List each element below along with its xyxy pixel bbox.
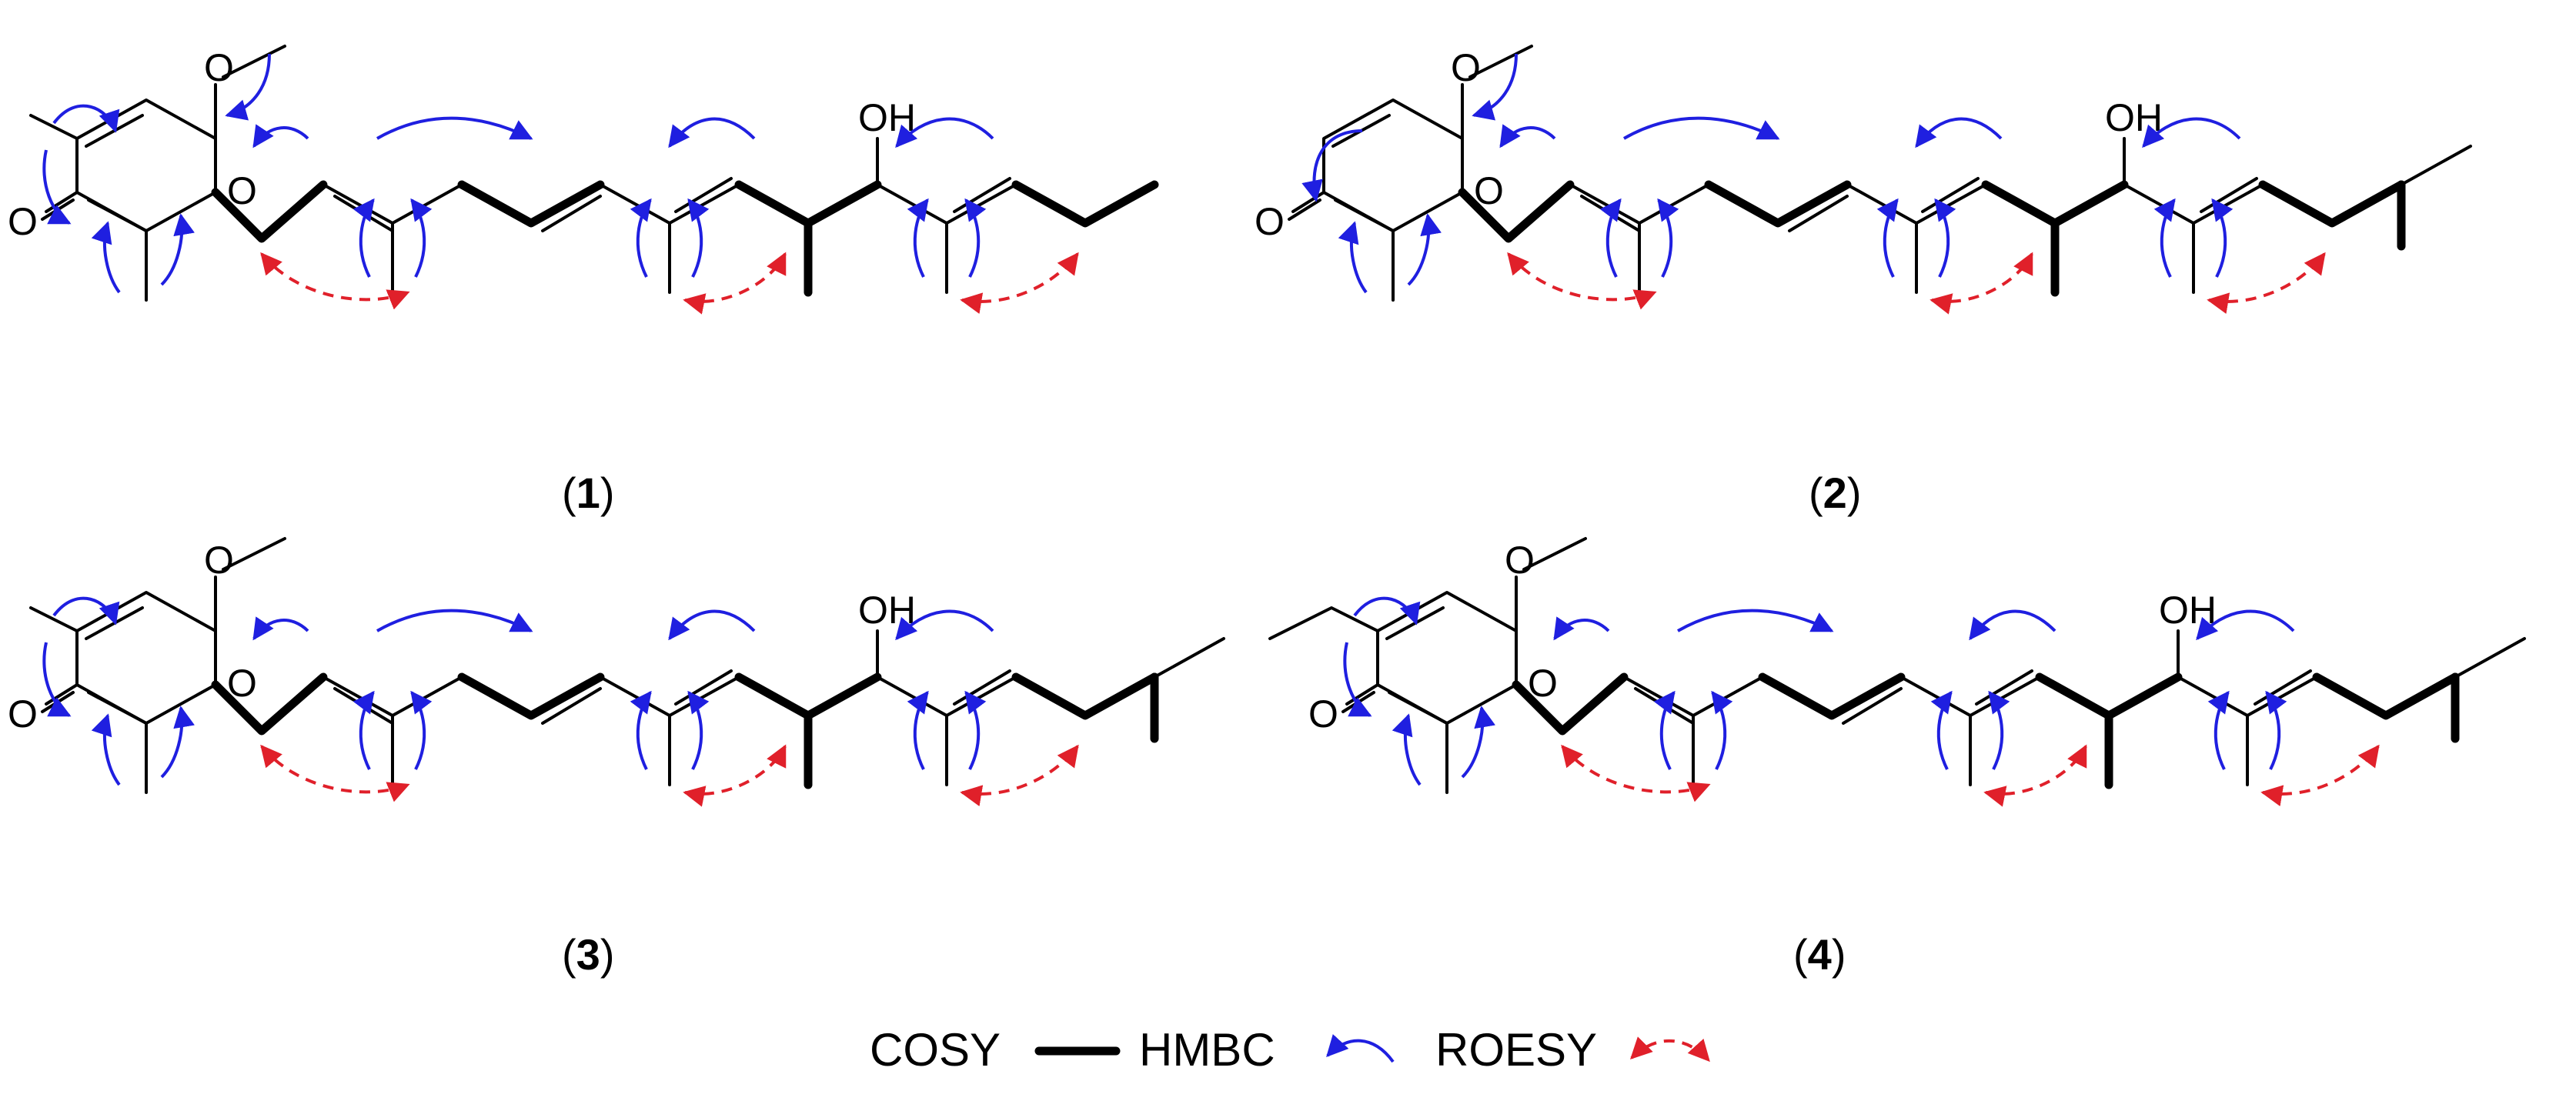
legend-hmbc-label: HMBC [1139, 1024, 1275, 1076]
ketone-oxygen: O [1255, 200, 1285, 243]
ketone-oxygen: O [1308, 692, 1338, 736]
compound-1-label: (1) [562, 469, 614, 517]
ring-oxygen: O [227, 662, 257, 705]
legend-cosy-label: COSY [870, 1024, 1001, 1076]
compound-2-label: (2) [1809, 469, 1861, 517]
legend-roesy-label: ROESY [1435, 1024, 1597, 1076]
hydroxyl-label: OH [858, 96, 916, 139]
compound-3: O O O OH (3) [8, 539, 1225, 979]
compound-4-label: (4) [1793, 930, 1846, 979]
hydroxyl-label: OH [858, 589, 916, 632]
legend-roesy-arrow [1630, 1036, 1710, 1063]
methoxy-oxygen: O [204, 539, 234, 582]
ring-oxygen: O [1474, 169, 1504, 212]
ketone-oxygen: O [8, 200, 38, 243]
ring-oxygen: O [227, 169, 257, 212]
hydroxyl-label: OH [2159, 589, 2217, 632]
methoxy-oxygen: O [204, 46, 234, 89]
compound-3-label: (3) [562, 930, 614, 979]
compound-4: O O O OH (4) [1268, 539, 2526, 979]
ring-oxygen: O [1528, 662, 1558, 705]
legend-hmbc-arrow [1326, 1034, 1395, 1063]
methoxy-oxygen: O [1451, 46, 1481, 89]
ketone-oxygen: O [8, 692, 38, 736]
compound-1: O O O OH (1) [8, 46, 1154, 517]
legend: COSY HMBC ROESY [870, 1024, 1710, 1076]
compound-2: O O O OH (2) [1255, 46, 2472, 517]
methoxy-oxygen: O [1505, 539, 1535, 582]
hydroxyl-label: OH [2105, 96, 2163, 139]
